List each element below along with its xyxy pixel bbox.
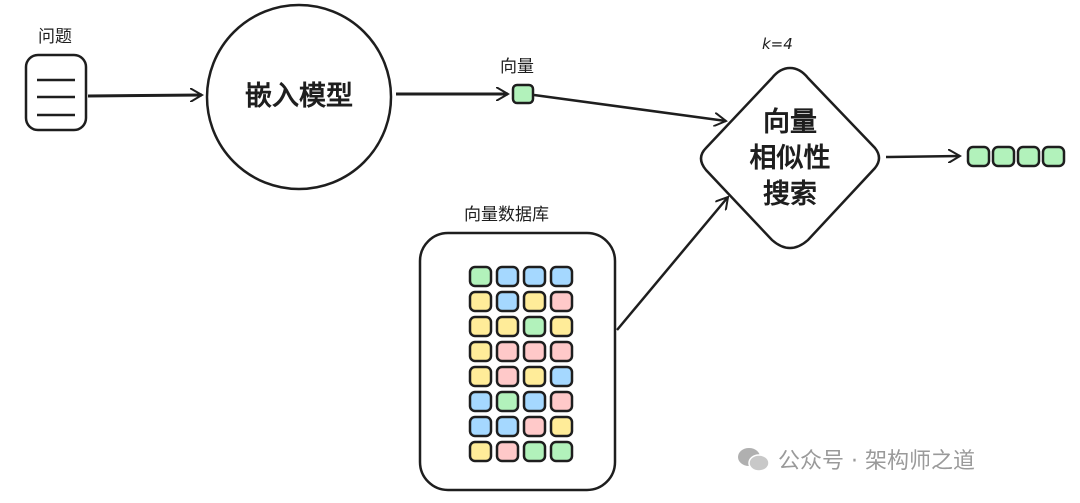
db-vector-yellow [468, 365, 493, 388]
db-vector-blue [549, 365, 574, 388]
db-vector-blue [549, 265, 574, 288]
wechat-icon [738, 448, 770, 472]
db-vector-yellow [468, 315, 493, 338]
result-vector [991, 145, 1016, 168]
question-document-icon [24, 53, 88, 132]
query-vector [511, 83, 535, 105]
db-vector-pink [495, 340, 520, 363]
db-vector-yellow [495, 315, 520, 338]
result-vector [1041, 145, 1066, 168]
db-vector-yellow [468, 290, 493, 313]
watermark-text: 公众号 · 架构师之道 [778, 449, 975, 474]
db-vector-pink [549, 390, 574, 413]
arrow-search-to-results [885, 156, 960, 157]
result-vector [966, 145, 991, 168]
db-vector-blue [495, 290, 520, 313]
watermark: 公众号 · 架构师之道 [736, 443, 975, 475]
db-vector-pink [549, 290, 574, 313]
database-vector-grid [468, 265, 574, 463]
db-vector-yellow [549, 315, 574, 338]
db-vector-pink [522, 340, 547, 363]
db-vector-green [549, 440, 574, 463]
db-vector-green [522, 440, 547, 463]
db-vector-pink [495, 365, 520, 388]
db-vector-yellow [522, 290, 547, 313]
arrow-question-to-model [87, 95, 202, 96]
db-vector-blue [468, 415, 493, 438]
db-vector-yellow [522, 365, 547, 388]
db-vector-pink [549, 340, 574, 363]
search-label-line-3: 搜索 [763, 179, 817, 210]
vector-db-label: 向量数据库 [464, 205, 549, 225]
db-vector-pink [522, 415, 547, 438]
result-vectors [966, 145, 1066, 168]
db-vector-blue [522, 265, 547, 288]
arrow-db-to-search [616, 197, 728, 331]
db-vector-yellow [549, 415, 574, 438]
embedding-model-label: 嵌入模型 [245, 81, 353, 112]
search-label-line-2: 相似性 [749, 143, 831, 174]
db-vector-green [468, 265, 493, 288]
db-vector-blue [495, 265, 520, 288]
db-vector-yellow [468, 340, 493, 363]
question-label: 问题 [38, 27, 72, 47]
arrow-vector-to-search [533, 93, 726, 121]
db-vector-blue [495, 415, 520, 438]
db-vector-yellow [468, 440, 493, 463]
db-vector-pink [495, 440, 520, 463]
db-vector-blue [522, 390, 547, 413]
search-label-line-1: 向量 [763, 107, 817, 138]
vector-label: 向量 [500, 57, 534, 77]
similarity-search-node [699, 66, 881, 250]
db-vector-green [495, 390, 520, 413]
embedding-model-node [205, 3, 393, 191]
db-vector-green [522, 315, 547, 338]
k-label: k=4 [762, 35, 793, 53]
db-vector-blue [468, 390, 493, 413]
result-vector [1016, 145, 1041, 168]
